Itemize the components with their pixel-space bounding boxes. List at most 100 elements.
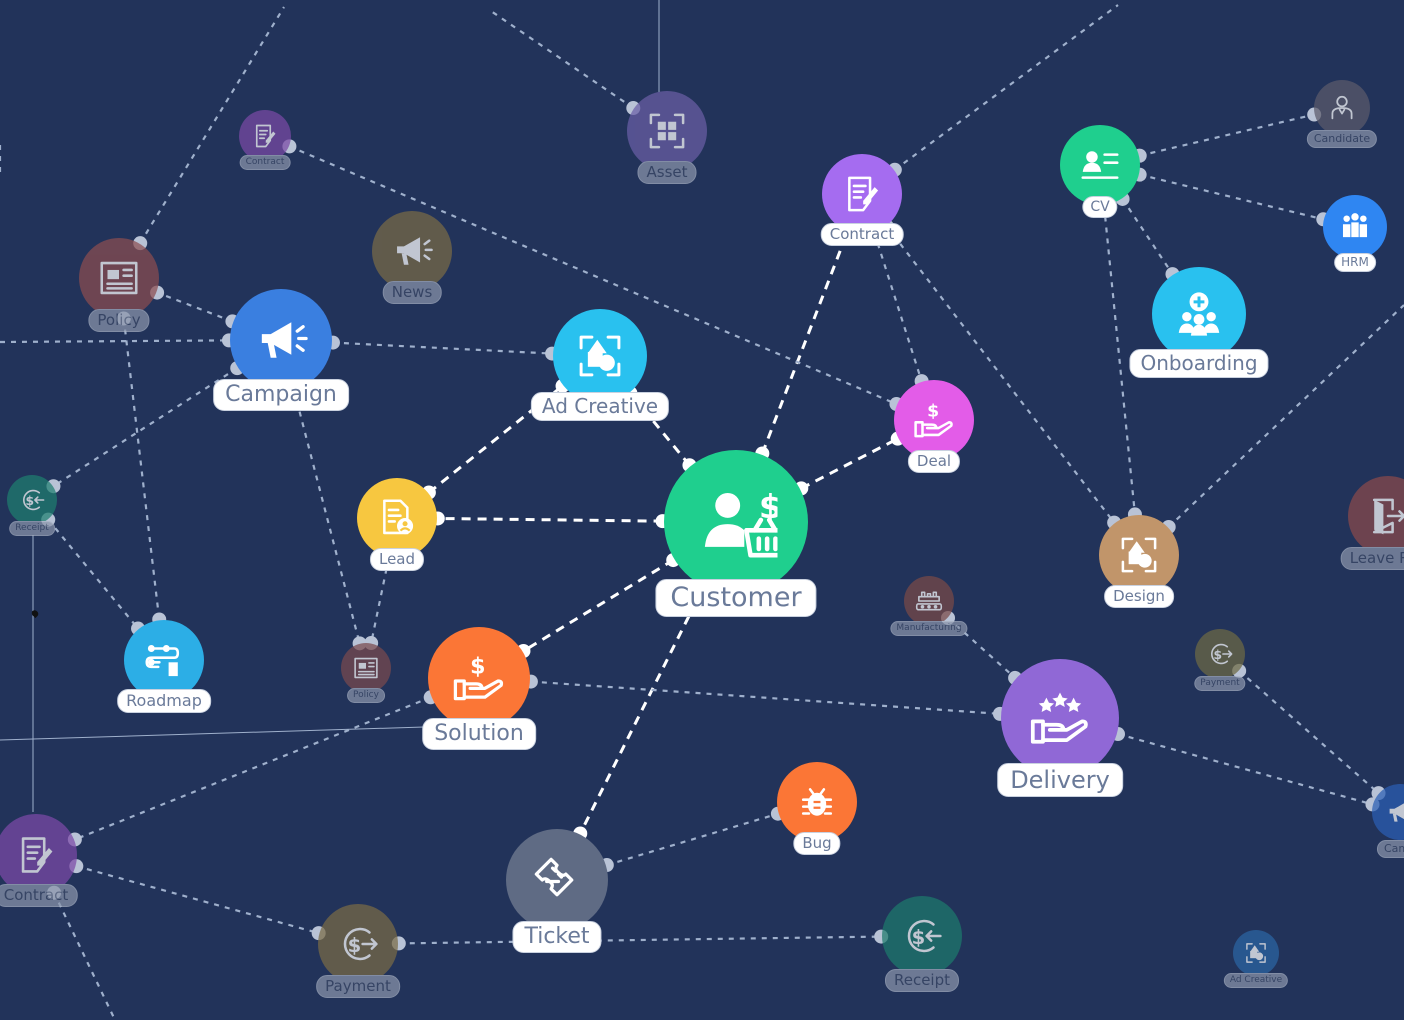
- node-label: CV: [1082, 196, 1118, 218]
- shapes-icon: [1121, 537, 1157, 573]
- node-label: Design: [1104, 585, 1174, 608]
- node-payment_bottom[interactable]: $ Payment: [316, 904, 400, 998]
- edge-contract_top-deal: [873, 232, 923, 382]
- edge-contract_top-edge_top_right: [894, 4, 1119, 171]
- node-lead[interactable]: Lead: [357, 478, 437, 571]
- node-policy_small[interactable]: Policy: [341, 643, 391, 703]
- edge-policy_left-roadmap: [122, 318, 161, 620]
- node-label: Policy: [88, 309, 150, 332]
- node-asset[interactable]: Asset: [627, 91, 707, 184]
- hand-dollar-icon: $: [453, 654, 504, 701]
- node-candidate[interactable]: Candidate: [1306, 80, 1378, 148]
- node-receipt_left[interactable]: $ Receipt: [7, 475, 57, 536]
- node-cv[interactable]: CV: [1060, 125, 1140, 218]
- node-roadmap[interactable]: Roadmap: [117, 620, 211, 713]
- edge-cv-onboarding: [1121, 198, 1174, 275]
- exit-icon: [1372, 498, 1404, 535]
- svg-text:$: $: [348, 934, 362, 957]
- node-circle: [627, 91, 707, 171]
- node-label: Customer: [655, 579, 817, 617]
- node-label: Candidate: [1306, 130, 1378, 148]
- node-circle: [894, 380, 974, 460]
- node-label: Receipt: [9, 521, 55, 536]
- node-circle: [357, 478, 437, 558]
- node-label: Policy: [347, 688, 385, 703]
- node-label: Onboarding: [1129, 349, 1269, 378]
- hand-dollar-icon: $: [914, 402, 953, 438]
- node-manufacturing[interactable]: Manufacturing: [890, 576, 968, 636]
- node-label: Contract: [239, 155, 291, 170]
- node-circle: [822, 154, 902, 234]
- edge-campaign-policy_small: [292, 390, 361, 644]
- node-circle: [0, 814, 77, 896]
- node-ad_creative_small[interactable]: Ad Creative: [1223, 930, 1289, 988]
- node-label: Campaign: [213, 379, 349, 411]
- edge-solution-delivery: [530, 680, 1001, 715]
- node-leave_request[interactable]: Leave Rec: [1340, 476, 1404, 570]
- node-label: Contract: [820, 223, 904, 246]
- node-onboarding[interactable]: Onboarding: [1129, 267, 1269, 378]
- node-delivery[interactable]: Delivery: [997, 659, 1123, 797]
- team-add-icon: [1178, 292, 1220, 336]
- edge-receipt_left-roadmap: [47, 518, 139, 630]
- node-hrm[interactable]: HRM: [1323, 195, 1387, 272]
- node-circle: [318, 904, 398, 984]
- node-contract_small[interactable]: Contract: [239, 110, 291, 170]
- svg-text:$: $: [759, 487, 778, 526]
- node-policy_left[interactable]: Policy: [79, 238, 159, 332]
- node-label: Ad Creative: [530, 392, 670, 421]
- edge-delivery-campaign_right: [1117, 732, 1373, 806]
- node-bug[interactable]: Bug: [777, 762, 857, 855]
- edge-contract_left-payment_bottom: [76, 865, 319, 935]
- edge-payment_right-campaign_right: [1238, 669, 1380, 794]
- person-icon: [1331, 95, 1353, 120]
- node-campaign[interactable]: Campaign: [213, 289, 349, 411]
- edge-contract_left-edge_bottom_left: [53, 892, 116, 1020]
- people-icon: [1342, 213, 1368, 238]
- edge-cv-design: [1102, 205, 1137, 515]
- node-label: Lead: [369, 548, 425, 571]
- node-design[interactable]: Design: [1099, 515, 1179, 608]
- node-circle: [1195, 629, 1245, 679]
- node-deal[interactable]: $ Deal: [894, 380, 974, 473]
- node-label: Camp: [1376, 840, 1404, 858]
- node-customer[interactable]: $ Customer: [655, 450, 817, 617]
- svg-text:$: $: [927, 402, 939, 422]
- node-contract_left[interactable]: Contract: [0, 814, 78, 907]
- edge-lead-ad_creative: [427, 384, 564, 494]
- node-label: Receipt: [884, 969, 960, 992]
- node-news[interactable]: News: [372, 211, 452, 304]
- node-solution[interactable]: $ Solution: [422, 627, 536, 750]
- edge-solution-contract_left: [74, 696, 432, 841]
- hand-stars-icon: [1030, 692, 1088, 744]
- node-label: Ticket: [512, 921, 602, 953]
- edge-campaign-ad_creative: [332, 341, 553, 355]
- node-circle: [124, 620, 204, 700]
- node-ticket[interactable]: Ticket: [506, 829, 608, 953]
- svg-text:$: $: [1213, 648, 1222, 662]
- node-campaign_right[interactable]: Camp: [1372, 784, 1404, 858]
- edge-payment_bottom-receipt_bottom: [398, 935, 882, 945]
- node-label: Roadmap: [117, 689, 211, 713]
- edge-cv-hrm: [1139, 173, 1324, 221]
- qr-icon: [649, 113, 685, 149]
- roadmap-icon: [145, 645, 180, 677]
- factory-icon: [915, 591, 943, 611]
- contract-icon: [848, 176, 879, 212]
- guide-line: [0, 726, 425, 741]
- ticket-icon: [534, 857, 574, 897]
- edge-edge_left-campaign: [0, 339, 229, 344]
- node-contract_top[interactable]: Contract: [820, 154, 904, 246]
- id-card-icon: [1081, 151, 1119, 179]
- node-circle: [239, 110, 291, 162]
- node-payment_right[interactable]: $ Payment: [1194, 629, 1246, 691]
- edge-ticket-bug: [606, 812, 779, 867]
- node-receipt_bottom[interactable]: $ Receipt: [882, 896, 962, 992]
- edge-campaign-receipt_left: [52, 367, 238, 488]
- node-ad_creative[interactable]: Ad Creative: [530, 309, 670, 421]
- money-send-icon: $: [343, 927, 378, 961]
- megaphone-icon: [261, 322, 308, 358]
- edge-cv-candidate: [1139, 113, 1315, 157]
- customer-icon: $: [704, 487, 778, 558]
- node-label: HRM: [1334, 253, 1376, 272]
